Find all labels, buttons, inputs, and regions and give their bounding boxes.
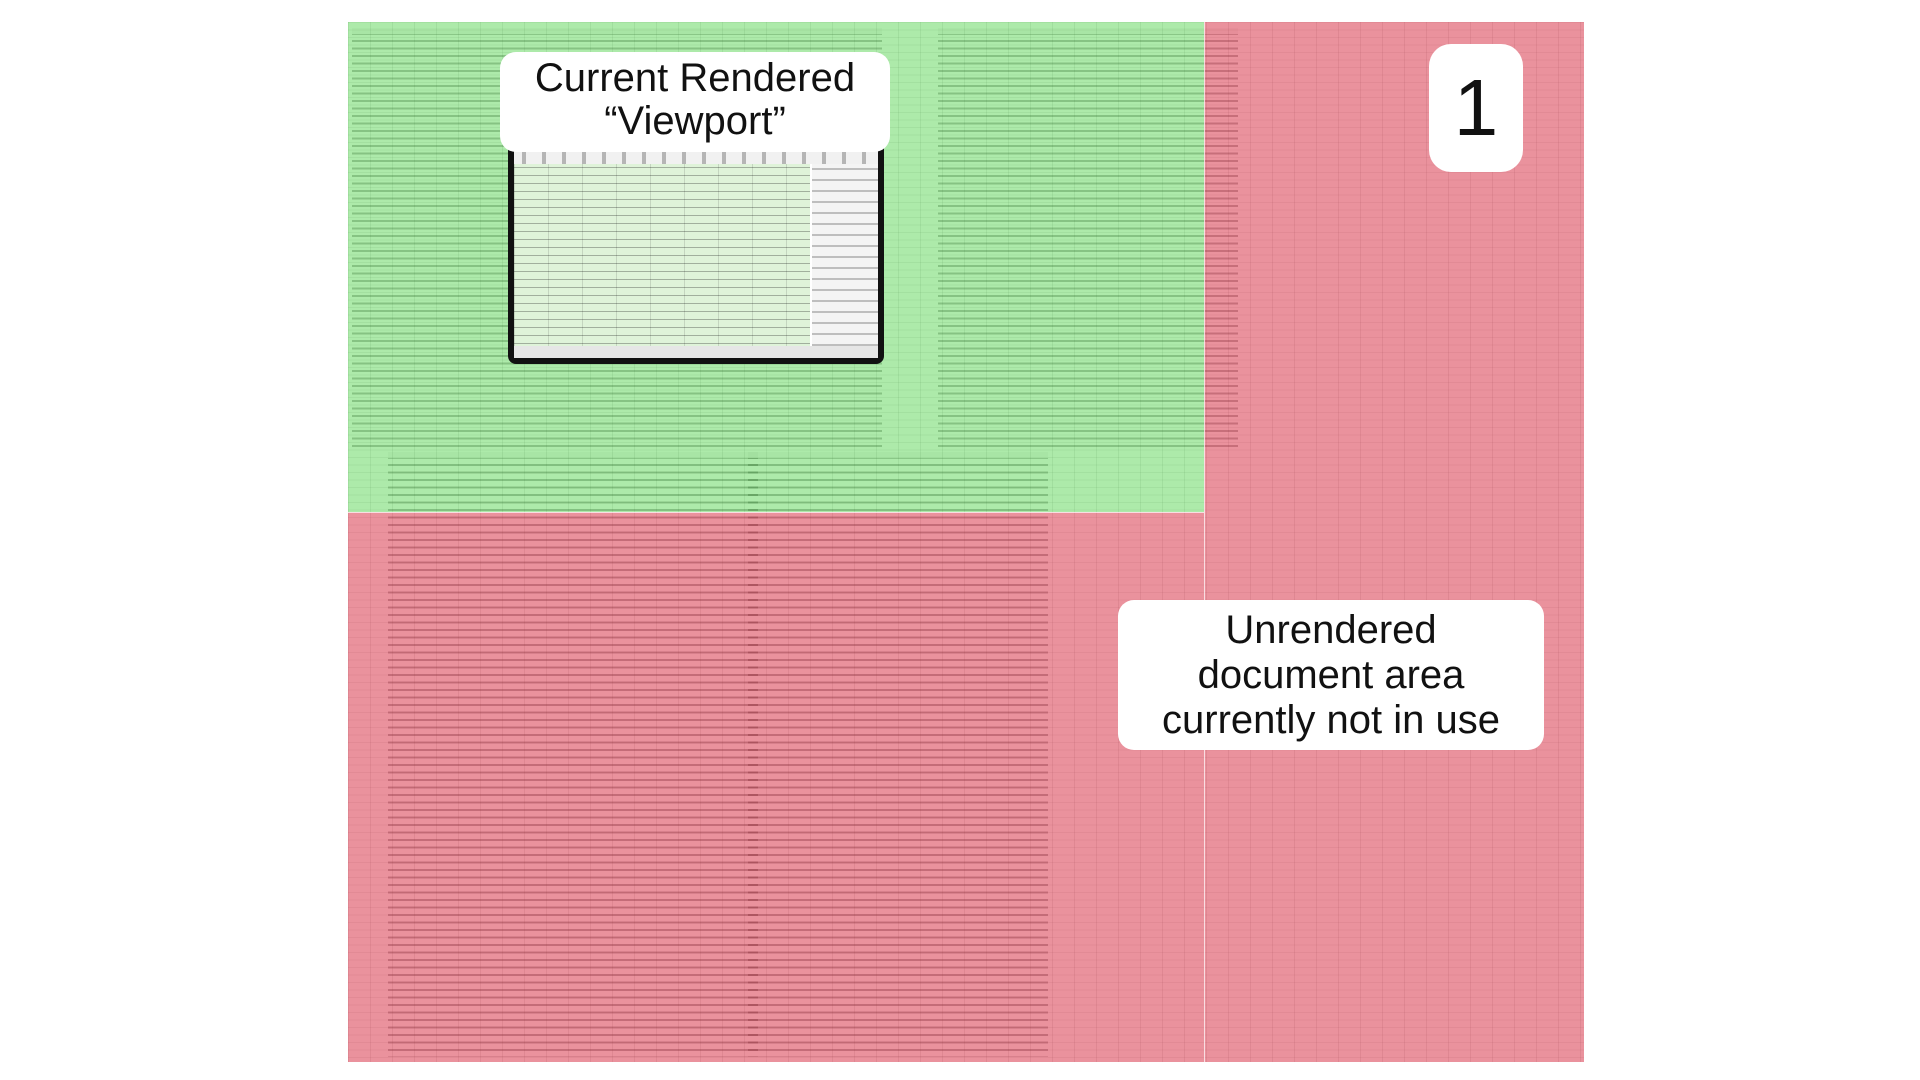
step-number-badge: 1 [1429, 44, 1523, 172]
step-number: 1 [1453, 63, 1499, 152]
current-viewport-label: Current Rendered “Viewport” [500, 52, 890, 152]
area-divider-horizontal [348, 512, 1204, 513]
unrendered-area-overlay-bottom [348, 512, 1204, 1062]
diagram-stage: Current Rendered “Viewport” 1 Unrendered… [348, 22, 1584, 1062]
unrendered-label-line1: Unrendered [1225, 608, 1437, 652]
tablet-side-panel [812, 164, 878, 346]
tablet-spreadsheet-grid [514, 164, 810, 346]
current-label-line2: “Viewport” [604, 98, 786, 143]
area-divider-vertical [1204, 22, 1205, 1062]
tablet-device-icon [508, 124, 884, 364]
unrendered-label-line2: document area [1197, 652, 1465, 697]
unrendered-label-line3: currently not in use [1162, 697, 1500, 742]
current-label-line1: Current Rendered [534, 56, 856, 100]
tablet-status-bar [514, 346, 878, 358]
tablet-screen [514, 130, 878, 358]
unrendered-area-overlay-right [1204, 22, 1584, 1062]
unrendered-area-label: Unrendered document area currently not i… [1118, 600, 1544, 751]
